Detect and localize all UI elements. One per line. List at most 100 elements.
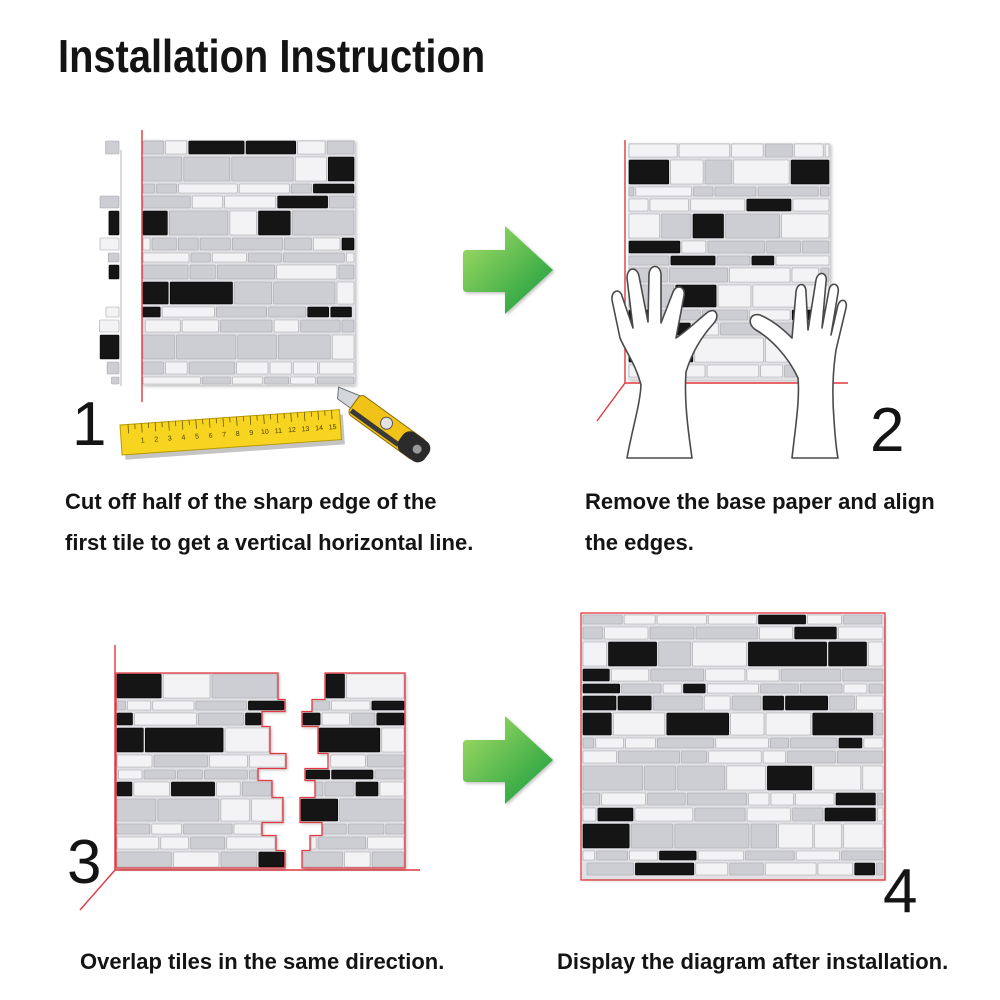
guide-line-diagonal xyxy=(596,382,626,422)
mosaic-tile xyxy=(814,823,842,849)
mosaic-tile xyxy=(729,862,764,876)
mosaic-tile xyxy=(220,851,258,868)
mosaic-tile xyxy=(116,798,157,822)
mosaic-tile xyxy=(258,210,291,236)
mosaic-tile xyxy=(347,823,385,835)
mosaic-tile xyxy=(758,614,806,625)
mosaic-tile xyxy=(338,264,355,280)
mosaic-tile xyxy=(231,156,294,182)
step-number-4: 4 xyxy=(883,857,918,926)
mosaic-tile xyxy=(843,823,884,849)
mosaic-tile xyxy=(708,750,762,764)
mosaic-tile xyxy=(692,213,724,239)
mosaic-tile xyxy=(189,264,216,280)
ruler-tick xyxy=(154,422,157,432)
mosaic-tile xyxy=(310,836,317,850)
mosaic-tile xyxy=(617,695,652,711)
mosaic-tile xyxy=(582,850,595,861)
mosaic-tile xyxy=(330,306,352,318)
mosaic-tile xyxy=(725,213,780,239)
mosaic-tile xyxy=(339,798,405,822)
mosaic-tile xyxy=(781,213,830,239)
mosaic-tile xyxy=(99,237,120,251)
step-caption-4: Display the diagram after installation. xyxy=(557,941,948,982)
mosaic-tile xyxy=(835,792,876,806)
mosaic-tile xyxy=(211,673,278,699)
mosaic-tile xyxy=(106,361,120,375)
mosaic-tile xyxy=(807,614,842,625)
ruler-tick xyxy=(249,415,252,425)
mosaic-tile xyxy=(211,252,247,263)
mosaic-tile xyxy=(178,237,199,251)
mosaic-tile xyxy=(351,712,376,726)
mosaic-tile xyxy=(792,807,824,822)
mosaic-tile xyxy=(695,626,758,640)
mosaic-tile xyxy=(795,850,840,861)
mosaic-tile xyxy=(748,641,827,667)
installed-tile-wall xyxy=(582,614,884,879)
mosaic-tile xyxy=(331,769,374,780)
mosaic-tile xyxy=(765,712,812,736)
mosaic-tile xyxy=(190,252,211,263)
mosaic-tile xyxy=(677,765,726,791)
ruler-tick-label: 7 xyxy=(222,432,226,439)
mosaic-tile xyxy=(99,334,120,360)
mosaic-tile xyxy=(791,267,820,283)
mosaic-tile xyxy=(176,334,237,360)
ruler-tick xyxy=(222,417,224,427)
ruler-tick xyxy=(290,413,292,423)
ruler-tick xyxy=(195,419,197,429)
mosaic-tile xyxy=(190,836,226,850)
mosaic-tile xyxy=(290,376,316,385)
mosaic-tile xyxy=(234,281,273,305)
mosaic-tile xyxy=(695,862,729,876)
mosaic-tile xyxy=(269,361,292,375)
mosaic-tile xyxy=(134,712,197,726)
mosaic-tile xyxy=(697,850,744,861)
mosaic-tile xyxy=(273,281,336,305)
mosaic-tile xyxy=(582,750,617,764)
mosaic-tile xyxy=(376,712,405,726)
mosaic-tile xyxy=(649,626,695,640)
caption-line: Remove the base paper and align xyxy=(585,489,935,514)
mosaic-tile xyxy=(819,186,830,197)
mosaic-tile xyxy=(248,252,282,263)
mosaic-tile xyxy=(692,641,747,667)
mosaic-tile xyxy=(145,727,224,753)
ruler-tick xyxy=(141,423,143,433)
mosaic-tile xyxy=(628,198,649,212)
mosaic-tile xyxy=(162,673,211,699)
mosaic-tile xyxy=(629,850,658,861)
mosaic-tile xyxy=(612,712,666,736)
mosaic-tile xyxy=(813,765,862,791)
mosaic-tile xyxy=(690,198,746,212)
mosaic-tile xyxy=(829,695,855,711)
mosaic-tile xyxy=(628,255,670,266)
mosaic-tile xyxy=(752,284,799,308)
mosaic-tile xyxy=(628,240,681,254)
mosaic-tile xyxy=(764,862,817,876)
mosaic-tile xyxy=(706,364,760,378)
mosaic-tile xyxy=(582,807,597,822)
mosaic-tile xyxy=(666,712,729,736)
mosaic-tile xyxy=(582,792,601,806)
caption-line: Cut off half of the sharp edge of the xyxy=(65,489,437,514)
mosaic-tile xyxy=(704,159,732,185)
mosaic-tile xyxy=(142,210,168,236)
mosaic-tile xyxy=(793,143,824,158)
mosaic-tile xyxy=(625,737,656,749)
ruler-tick xyxy=(317,411,319,421)
mosaic-tile xyxy=(116,851,172,868)
mosaic-tile xyxy=(142,306,161,318)
mosaic-tile xyxy=(707,614,757,625)
step-caption-2: Remove the base paper and align the edge… xyxy=(585,481,935,563)
mosaic-tile xyxy=(628,186,635,197)
mosaic-tile xyxy=(276,264,338,280)
mosaic-tile xyxy=(108,210,120,236)
mosaic-tile xyxy=(707,240,766,254)
mosaic-tile xyxy=(582,712,612,736)
mosaic-tile xyxy=(251,798,283,822)
mosaic-tile xyxy=(379,781,405,797)
ruler-tick-label: 13 xyxy=(301,426,309,434)
mosaic-tile xyxy=(582,626,603,640)
